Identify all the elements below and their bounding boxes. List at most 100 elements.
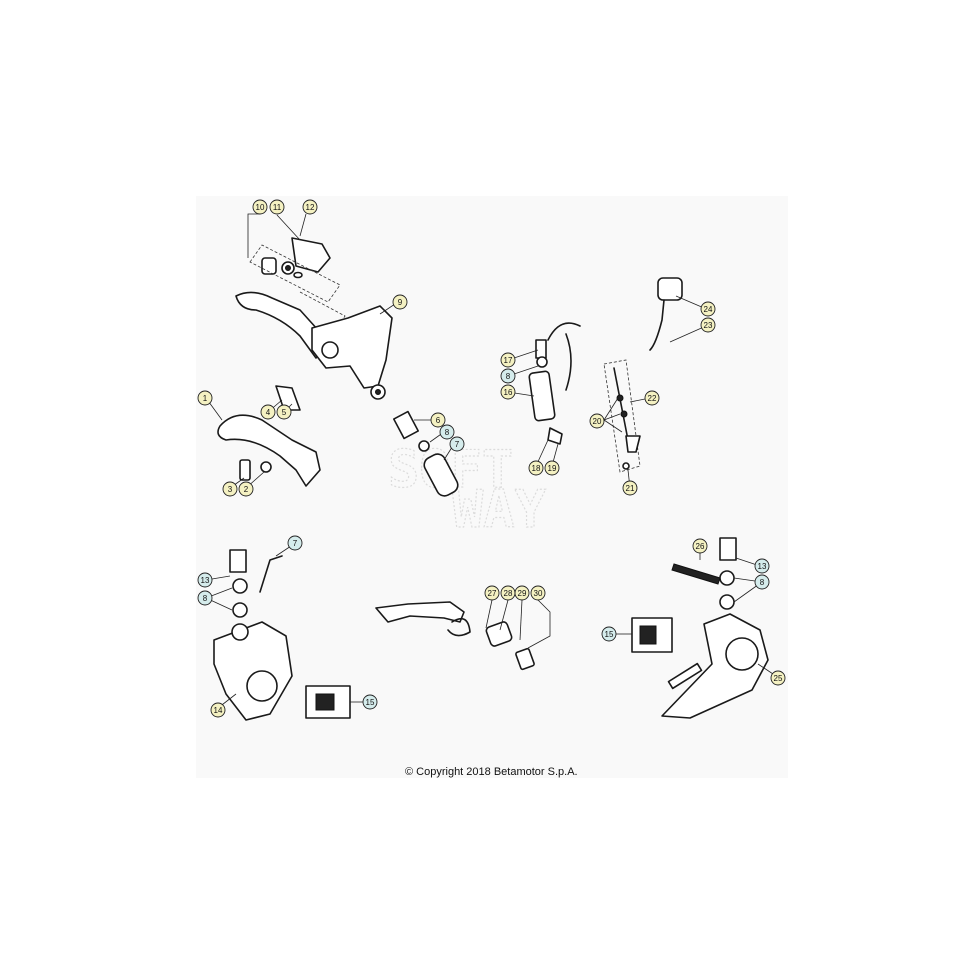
callout-8: 8 (754, 574, 770, 590)
svg-text:8: 8 (203, 594, 208, 603)
callout-10: 10 (252, 199, 268, 215)
master-cylinder-body-rear (528, 370, 556, 422)
svg-text:9: 9 (398, 298, 403, 307)
svg-text:12: 12 (306, 203, 315, 212)
svg-text:1: 1 (203, 394, 208, 403)
callout-1: 1 (197, 390, 213, 406)
svg-text:7: 7 (293, 539, 298, 548)
callout-4: 4 (260, 404, 276, 420)
front-brake-lever (235, 291, 331, 359)
rear-upper-washer (719, 570, 735, 586)
copyright-notice: © Copyright 2018 Betamotor S.p.A. (405, 766, 578, 778)
callout-8: 8 (197, 590, 213, 606)
svg-text:17: 17 (504, 356, 513, 365)
svg-text:30: 30 (534, 589, 543, 598)
callout-24: 24 (700, 301, 716, 317)
svg-text:18: 18 (532, 464, 541, 473)
svg-text:15: 15 (605, 630, 614, 639)
callout-14: 14 (210, 702, 226, 718)
rear-pad-box (631, 617, 673, 653)
throttle-grip-parts (392, 410, 459, 497)
rear-caliper-group (631, 537, 769, 719)
svg-text:10: 10 (256, 203, 265, 212)
callout-30: 30 (530, 585, 546, 601)
svg-text:11: 11 (273, 203, 282, 212)
watermark-line-2: WAY (452, 480, 547, 540)
callout-7: 7 (287, 535, 303, 551)
svg-text:16: 16 (504, 388, 513, 397)
callout-2: 2 (238, 481, 254, 497)
rear-hose-banjo (671, 563, 721, 585)
callout-22: 22 (644, 390, 660, 406)
callout-9: 9 (392, 294, 408, 310)
pivot-bushing (485, 621, 513, 647)
svg-text:15: 15 (366, 698, 375, 707)
callout-15: 15 (362, 694, 378, 710)
bracket-slot (667, 662, 703, 690)
brake-pad-box (305, 685, 351, 719)
svg-text:21: 21 (626, 484, 635, 493)
svg-text:4: 4 (266, 408, 271, 417)
callout-26: 26 (692, 538, 708, 554)
callout-6: 6 (430, 412, 446, 428)
callout-13: 13 (197, 572, 213, 588)
front-brake-caliper (213, 621, 293, 721)
front-brake-hose-end (259, 555, 283, 593)
rear-caliper-piston (725, 637, 759, 671)
callout-20: 20 (589, 413, 605, 429)
callout-21: 21 (622, 480, 638, 496)
pedal-pivot-bolt (515, 647, 535, 671)
pivot-pin (239, 459, 251, 481)
callout-7: 7 (449, 436, 465, 452)
reservoir-group (603, 277, 683, 473)
reservoir-cover (291, 237, 331, 273)
callout-15: 15 (601, 626, 617, 642)
kit-piston-rod (613, 367, 629, 441)
front-caliper-group (213, 549, 351, 721)
callout-19: 19 (544, 460, 560, 476)
brake-pedal-group (375, 601, 535, 671)
callout-28: 28 (500, 585, 516, 601)
upper-washer (232, 578, 248, 594)
fluid-reservoir (657, 277, 683, 301)
caliper-piston (246, 670, 278, 702)
svg-text:23: 23 (704, 321, 713, 330)
callout-8: 8 (500, 368, 516, 384)
callout-25: 25 (770, 670, 786, 686)
svg-text:26: 26 (696, 542, 705, 551)
svg-text:8: 8 (445, 428, 450, 437)
lever-blade (217, 414, 321, 487)
rear-lower-washer (719, 594, 735, 610)
svg-text:25: 25 (774, 674, 783, 683)
diagram-panel (196, 196, 788, 778)
svg-text:28: 28 (504, 589, 513, 598)
sealing-washer (536, 356, 548, 368)
pivot-washer (260, 461, 272, 473)
callout-12: 12 (302, 199, 318, 215)
rear-brake-pedal (375, 601, 465, 623)
lever-pivot-bolt (275, 385, 301, 411)
caliper-bolt (229, 549, 247, 573)
rear-brake-pads (639, 625, 657, 645)
callout-18: 18 (528, 460, 544, 476)
svg-text:19: 19 (548, 464, 557, 473)
cap-seal (261, 257, 277, 275)
svg-text:8: 8 (506, 372, 511, 381)
svg-text:13: 13 (201, 576, 210, 585)
svg-text:13: 13 (758, 562, 767, 571)
svg-text:6: 6 (436, 416, 441, 425)
return-spring (447, 617, 471, 637)
rear-master-cylinder-group (528, 322, 581, 445)
svg-text:24: 24 (704, 305, 713, 314)
washer (418, 440, 430, 452)
callout-5: 5 (276, 404, 292, 420)
hose-bolt (535, 339, 547, 359)
svg-text:14: 14 (214, 706, 223, 715)
callout-17: 17 (500, 352, 516, 368)
soft-way-watermark: SOFT WAY (387, 439, 547, 540)
callout-23: 23 (700, 317, 716, 333)
brake-pads (315, 693, 335, 711)
rear-caliper-bolt (719, 537, 737, 561)
svg-text:8: 8 (760, 578, 765, 587)
